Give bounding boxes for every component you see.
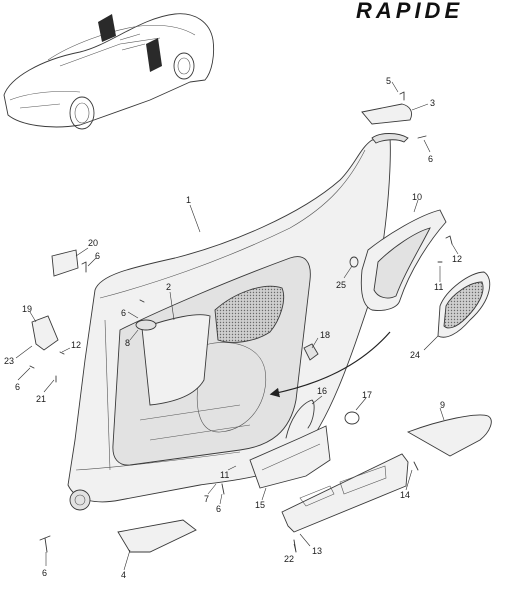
direction-arrow (269, 331, 391, 398)
callout-18: 18 (320, 330, 330, 340)
callout-6-a: 6 (428, 154, 433, 164)
callout-14: 14 (400, 490, 410, 500)
callout-23: 23 (4, 356, 14, 366)
hinge-bracket (31, 315, 59, 351)
callout-16: 16 (317, 386, 327, 396)
callout-labels: 1 2 3 4 5 6 6 6 6 6 6 7 8 9 10 11 11 12 … (4, 76, 462, 580)
bracket (249, 425, 331, 489)
callout-10: 10 (412, 192, 422, 202)
plug (303, 343, 319, 361)
hose (285, 399, 315, 439)
callout-4: 4 (121, 570, 126, 580)
armrest-trim (281, 453, 409, 533)
callout-20: 20 (88, 238, 98, 248)
armrest-pad (406, 414, 492, 457)
callout-11-b: 11 (434, 282, 443, 292)
door-pull-cup (69, 489, 91, 511)
kick-panel (117, 519, 197, 553)
brand-wordmark: RAPIDE (356, 0, 463, 23)
callout-22: 22 (284, 554, 294, 564)
callout-6-c: 6 (121, 308, 126, 318)
leader-lines (15, 81, 459, 571)
switch-housing (135, 319, 157, 331)
callout-12-b: 12 (71, 340, 81, 350)
speaker-grille (437, 271, 491, 338)
callout-7: 7 (204, 494, 209, 504)
map-pocket (141, 314, 211, 406)
grommet (349, 256, 359, 268)
callout-19: 19 (22, 304, 32, 314)
car-thumbnail-illustration (3, 13, 215, 130)
callout-12-a: 12 (452, 254, 462, 264)
callout-15: 15 (255, 500, 265, 510)
callout-2: 2 (166, 282, 171, 292)
trim-blade-upper (361, 103, 413, 125)
callout-3: 3 (430, 98, 435, 108)
callout-24: 24 (410, 350, 420, 360)
ring-clip (344, 411, 360, 425)
callout-8: 8 (125, 338, 130, 348)
callout-21: 21 (36, 394, 46, 404)
mounting-plate (51, 249, 79, 277)
callout-1: 1 (186, 195, 191, 205)
callout-6-d: 6 (15, 382, 20, 392)
door-trim-panel (67, 137, 391, 503)
callout-6-b: 6 (95, 251, 100, 261)
callout-6-f: 6 (216, 504, 221, 514)
callout-11-a: 11 (220, 470, 229, 480)
callout-13: 13 (312, 546, 322, 556)
callout-25: 25 (336, 280, 346, 290)
callout-5: 5 (386, 76, 391, 86)
callout-9: 9 (440, 400, 445, 410)
callout-6-e: 6 (42, 568, 47, 578)
trim-blade-top (371, 133, 409, 144)
callout-17: 17 (362, 390, 372, 400)
